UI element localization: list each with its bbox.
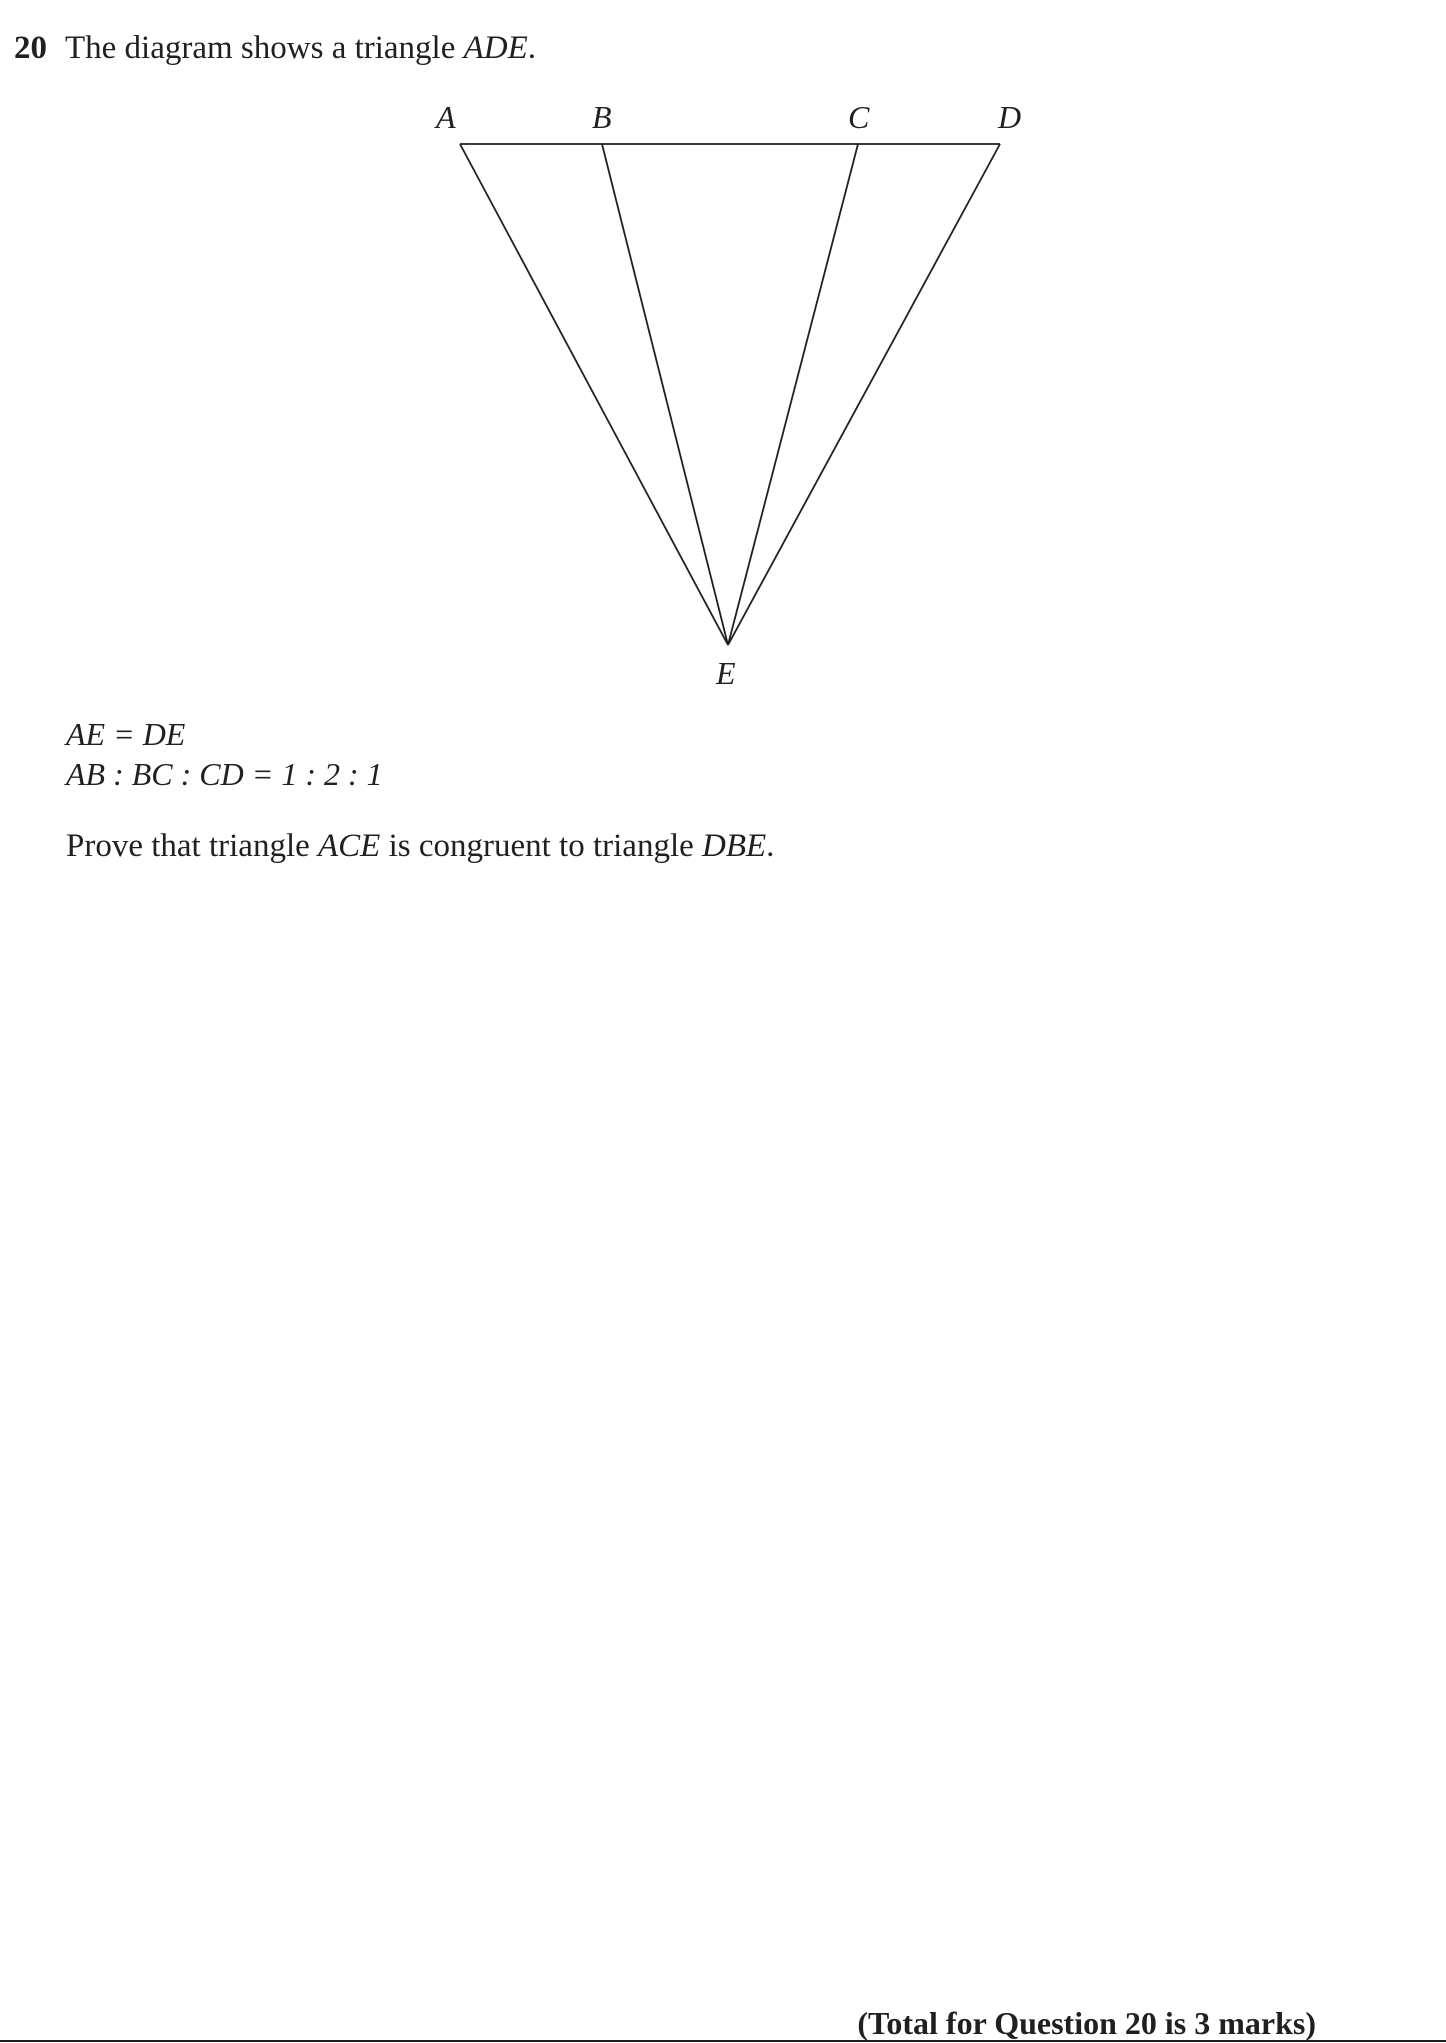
bottom-rule (0, 2040, 1446, 2042)
prove-text-3: . (766, 828, 775, 864)
given-line-2: AB : BC : CD = 1 : 2 : 1 (66, 756, 383, 792)
prove-statement: Prove that triangle ACE is congruent to … (66, 822, 774, 870)
prove-math-2: DBE (702, 828, 767, 864)
segment-CE (727, 143, 859, 646)
given-conditions: AE = DE AB : BC : CD = 1 : 2 : 1 (66, 714, 383, 794)
triangle-diagram: A B C D E (434, 99, 1021, 691)
question-intro-math: ADE (463, 30, 528, 66)
segment-DE (727, 143, 1001, 646)
prove-math-1: ACE (318, 828, 381, 864)
prove-text-1: Prove that triangle (66, 828, 319, 864)
label-A: A (434, 99, 456, 135)
question-header: 20 The diagram shows a triangle ADE. (14, 24, 536, 72)
prove-text-2: is congruent to triangle (380, 828, 703, 864)
question-number: 20 (14, 30, 47, 66)
question-intro-text: The diagram shows a triangle (65, 30, 464, 66)
label-E: E (715, 655, 736, 691)
label-C: C (848, 99, 870, 135)
segment-BE (601, 143, 729, 646)
question-intro-end: . (527, 30, 537, 66)
total-marks: (Total for Question 20 is 3 marks) (857, 2005, 1316, 2041)
segment-AE (459, 143, 729, 646)
label-B: B (592, 99, 612, 135)
given-line-1: AE = DE (66, 716, 186, 752)
label-D: D (997, 99, 1021, 135)
